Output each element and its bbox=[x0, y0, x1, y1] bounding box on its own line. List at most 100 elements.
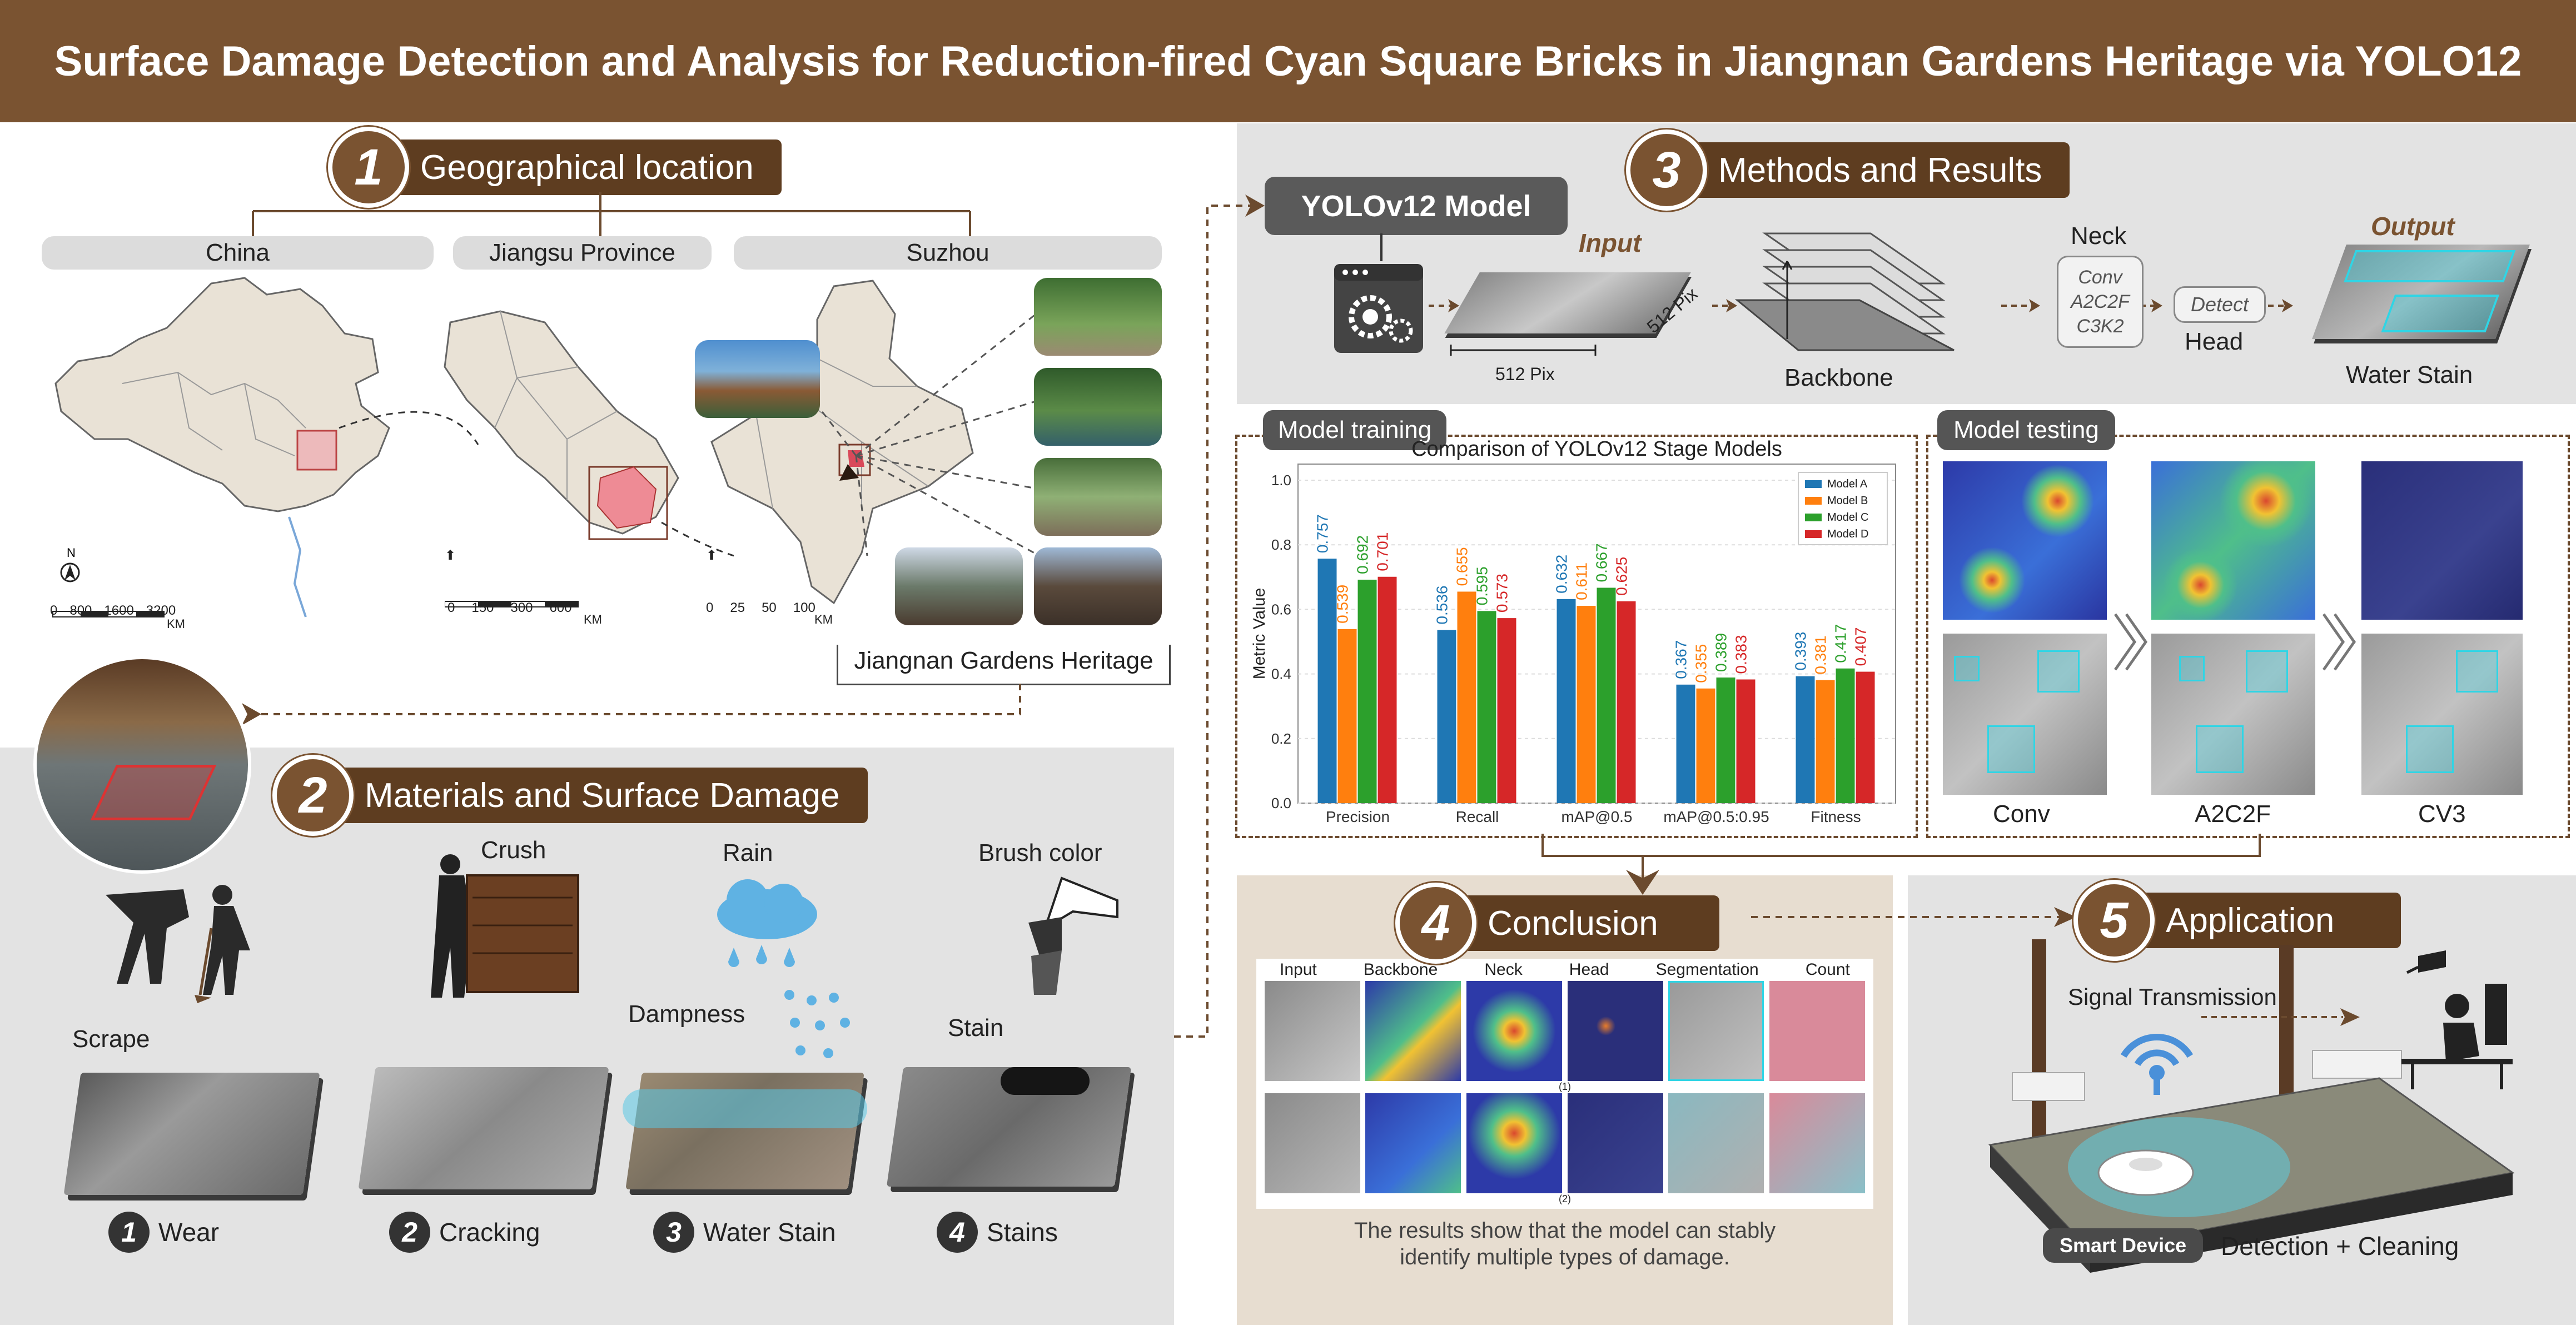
sweeping-figure-icon bbox=[106, 885, 250, 1003]
bar bbox=[1716, 678, 1735, 803]
bar bbox=[1617, 601, 1636, 803]
section-link-1-2 bbox=[242, 684, 1021, 725]
conclusion-figure: Input Backbone Neck Head Segmentation Co… bbox=[1256, 959, 1873, 1209]
data-label: 0.417 bbox=[1832, 624, 1849, 663]
north-arrow-suzhou: ⬆ bbox=[706, 548, 718, 563]
wear-tile bbox=[63, 1073, 320, 1195]
x-tick-label: Fitness bbox=[1811, 808, 1861, 825]
data-label: 0.389 bbox=[1713, 633, 1730, 672]
y-tick-label: 0.4 bbox=[1271, 666, 1291, 683]
damage-type-stains: 4 Stains bbox=[937, 1212, 1058, 1253]
rain-label: Rain bbox=[723, 839, 773, 866]
north-arrow-jiangsu: ⬆ bbox=[445, 548, 456, 563]
x-tick-label: mAP@0.5 bbox=[1561, 808, 1632, 825]
dampness-label: Dampness bbox=[628, 1000, 745, 1028]
bar bbox=[1676, 684, 1695, 803]
section-number: 4 bbox=[1395, 883, 1476, 964]
scale-unit-jiangsu: KM bbox=[584, 612, 602, 626]
data-label: 0.383 bbox=[1733, 635, 1750, 674]
garden-photo bbox=[1034, 458, 1162, 536]
bar bbox=[1357, 579, 1377, 803]
signal-arrow bbox=[2201, 1008, 2360, 1026]
bar bbox=[1856, 671, 1875, 803]
data-label: 0.655 bbox=[1454, 547, 1471, 586]
conclusion-col-neck: Neck bbox=[1484, 960, 1523, 979]
section-number: 5 bbox=[2073, 880, 2155, 961]
water-spill-overlay bbox=[623, 1089, 867, 1128]
detection-cleaning-label: Detection + Cleaning bbox=[2221, 1232, 2459, 1261]
model-testing-tag: Model testing bbox=[1937, 410, 2115, 450]
data-label: 0.367 bbox=[1673, 640, 1690, 679]
bar bbox=[1317, 559, 1337, 803]
damage-type-water-stain: 3 Water Stain bbox=[653, 1212, 836, 1253]
data-label: 0.355 bbox=[1693, 644, 1710, 683]
section-4-header: 4 Conclusion bbox=[1395, 883, 1719, 964]
yolo-model-label: YOLOv12 Model bbox=[1265, 177, 1568, 235]
input-label: Input bbox=[1579, 228, 1642, 257]
x-tick-label: mAP@0.5:0.95 bbox=[1663, 808, 1769, 825]
section-title: Geographical location bbox=[381, 140, 782, 195]
wifi-signal-icon bbox=[2120, 1034, 2194, 1095]
y-tick-label: 1.0 bbox=[1271, 472, 1291, 489]
bar bbox=[1597, 587, 1616, 803]
carrying-cabinet-figure-icon bbox=[431, 854, 579, 998]
output-label: Output bbox=[2371, 212, 2455, 241]
garden-photo bbox=[1034, 547, 1162, 625]
data-label: 0.667 bbox=[1593, 543, 1610, 582]
garden-photo bbox=[695, 340, 820, 418]
paint-brush-hand-icon bbox=[1028, 876, 1118, 995]
bar bbox=[1477, 611, 1496, 803]
head-label: Head bbox=[2185, 328, 2244, 355]
bar bbox=[1497, 618, 1516, 803]
page-title: Surface Damage Detection and Analysis fo… bbox=[54, 37, 2522, 85]
damage-type-cracking: 2 Cracking bbox=[389, 1212, 540, 1253]
black-stain-blob bbox=[1001, 1067, 1090, 1095]
detect-box: Detect bbox=[2174, 286, 2266, 323]
detection-conv bbox=[1943, 634, 2107, 795]
conclusion-col-backbone: Backbone bbox=[1363, 960, 1438, 979]
region-pill-china: China bbox=[42, 236, 434, 270]
testing-col-a2c2f: A2C2F bbox=[2195, 800, 2271, 828]
y-axis-label: Metric Value bbox=[1250, 588, 1269, 680]
scale-bar bbox=[52, 611, 165, 617]
north-arrow-icon: N bbox=[60, 546, 80, 582]
conclusion-col-head: Head bbox=[1569, 960, 1609, 979]
bar bbox=[1796, 676, 1815, 803]
svg-text:N: N bbox=[67, 546, 76, 560]
courtyard-photo-circle bbox=[33, 656, 251, 874]
crush-label: Crush bbox=[481, 836, 546, 864]
x-tick-label: Precision bbox=[1326, 808, 1390, 825]
x-tick-label: Recall bbox=[1456, 808, 1499, 825]
damage-number: 3 bbox=[653, 1212, 694, 1253]
section-link-4-5 bbox=[1751, 907, 2076, 927]
data-label: 0.393 bbox=[1792, 632, 1809, 671]
data-label: 0.536 bbox=[1434, 586, 1451, 625]
pipeline-arrows bbox=[1429, 299, 2293, 312]
bar bbox=[1696, 688, 1715, 803]
garden-photo bbox=[1034, 368, 1162, 446]
rain-cloud-icon bbox=[717, 879, 817, 967]
legend-swatch bbox=[1805, 480, 1822, 488]
settings-window-icon bbox=[1334, 233, 1423, 353]
data-label: 0.595 bbox=[1474, 566, 1491, 605]
region-pill-suzhou: Suzhou bbox=[734, 236, 1162, 270]
neck-label: Neck bbox=[2071, 222, 2127, 250]
bar bbox=[1736, 679, 1756, 803]
testing-col-cv3: CV3 bbox=[2418, 800, 2466, 828]
legend-label: Model B bbox=[1827, 495, 1868, 507]
input-pix-width: 512 Pix bbox=[1495, 364, 1555, 384]
data-label: 0.692 bbox=[1354, 535, 1371, 574]
operator-at-desk-icon bbox=[2401, 950, 2513, 1089]
garden-photo bbox=[895, 547, 1023, 625]
section-number: 3 bbox=[1626, 129, 1707, 211]
signal-transmission-label: Signal Transmission bbox=[2068, 984, 2277, 1010]
data-label: 0.757 bbox=[1314, 514, 1331, 553]
scale-unit-suzhou: KM bbox=[814, 612, 833, 626]
section-link-2-3 bbox=[1174, 195, 1265, 1038]
section-title: Conclusion bbox=[1449, 895, 1719, 951]
section-title: Methods and Results bbox=[1679, 142, 2070, 198]
cracking-tile bbox=[358, 1067, 609, 1189]
